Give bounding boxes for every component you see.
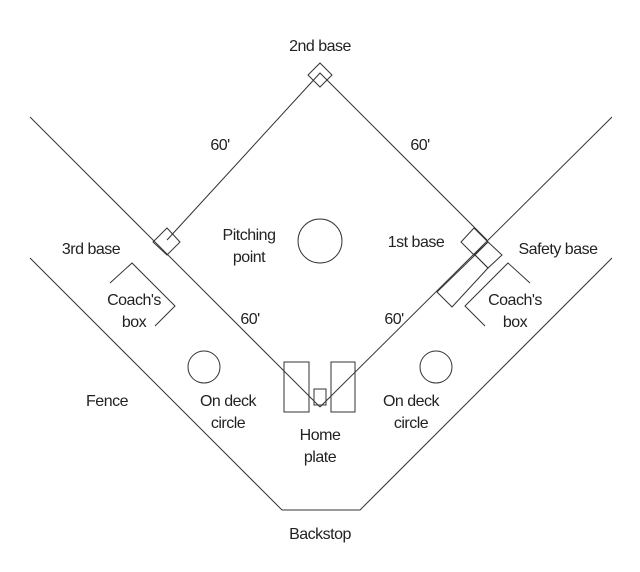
ondeck-left-line2: circle	[210, 415, 246, 432]
coach-box-left	[109, 262, 176, 327]
third-base	[152, 227, 181, 256]
third-base-label: 3rd base	[61, 241, 121, 258]
second-base	[307, 62, 333, 88]
fence-backstop	[29, 257, 613, 511]
left-foul-line	[29, 116, 321, 408]
second-base-label: 2nd base	[289, 38, 351, 55]
ondeck-right-line2: circle	[393, 415, 429, 432]
distance-label: 60'	[410, 137, 430, 154]
distance-label: 60'	[384, 311, 404, 328]
safety-base	[474, 241, 503, 269]
backstop-label: Backstop	[289, 526, 351, 543]
distance-label: 60'	[240, 311, 260, 328]
coach-box-right-label: Coach's box	[488, 290, 542, 334]
pitching-label-line2: point	[232, 249, 266, 266]
pitching-label-line1: Pitching	[222, 227, 276, 244]
coach-box-left-label: Coach's box	[107, 290, 161, 334]
batters-box-right	[330, 361, 356, 413]
pitching-circle	[297, 218, 343, 264]
coach-right-line1: Coach's	[488, 292, 542, 309]
ondeck-left-line1: On deck	[199, 393, 257, 410]
coach-right-line2: box	[502, 314, 528, 331]
on-deck-left-label: On deck circle	[199, 391, 257, 435]
on-deck-right-label: On deck circle	[382, 391, 440, 435]
safety-base-label: Safety base	[518, 241, 599, 258]
distance-label: 60'	[210, 137, 230, 154]
infield-diamond-top	[166, 72, 488, 241]
on-deck-circle-left	[187, 350, 221, 384]
first-base	[460, 227, 489, 256]
home-plate	[313, 388, 327, 406]
home-plate-label: Home plate	[300, 425, 341, 469]
coach-left-line2: box	[121, 314, 147, 331]
coach-box-right	[464, 262, 531, 327]
pitching-label: Pitching point	[223, 225, 276, 269]
coach-left-line1: Coach's	[107, 292, 161, 309]
batters-box-left	[283, 361, 310, 413]
ondeck-right-line1: On deck	[382, 393, 440, 410]
home-line2: plate	[303, 449, 337, 466]
fence-label: Fence	[86, 393, 128, 410]
home-line1: Home	[299, 427, 341, 444]
first-base-label: 1st base	[387, 234, 445, 251]
on-deck-circle-right	[419, 350, 453, 384]
running-lane	[436, 254, 489, 308]
right-foul-line	[319, 116, 613, 408]
